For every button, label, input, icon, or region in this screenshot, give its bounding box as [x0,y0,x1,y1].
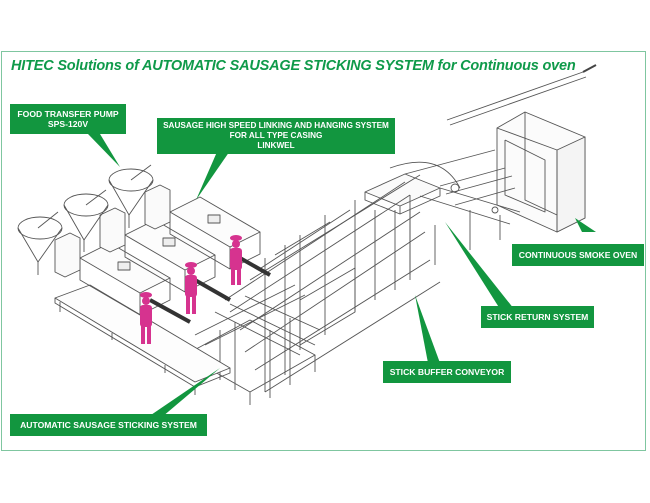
pointer-smoke-oven [575,218,596,232]
operator-3 [230,235,242,285]
pointer-stick-return [445,222,514,309]
label-line: FOR ALL TYPE CASING [229,131,323,140]
label-automatic-sausage-sticking-system: AUTOMATIC SAUSAGE STICKING SYSTEM [10,414,207,436]
hopper-2 [63,189,109,252]
diagram-title: HITEC Solutions of AUTOMATIC SAUSAGE STI… [11,58,576,74]
control-cabinets [54,184,171,278]
overhead-rail [446,64,597,126]
pointer-stick-buffer [415,295,440,363]
sticking-system-frame [184,284,321,405]
label-line: AUTOMATIC SAUSAGE STICKING SYSTEM [20,419,197,430]
label-stick-buffer-conveyor: STICK BUFFER CONVEYOR [383,361,511,383]
callout-pointers [88,134,596,417]
operator-2 [185,262,197,314]
smoke-oven [496,111,586,233]
label-line: SAUSAGE HIGH SPEED LINKING AND HANGING S… [163,121,389,130]
label-line: CONTINUOUS SMOKE OVEN [518,249,638,260]
pointer-linking-system [196,145,234,200]
label-line: STICK RETURN SYSTEM [486,311,589,322]
pointer-food-transfer-pump [88,134,120,167]
label-line: FOOD TRANSFER PUMP [17,108,119,119]
label-line: STICK BUFFER CONVEYOR [389,366,505,377]
label-stick-return-system: STICK RETURN SYSTEM [481,306,594,328]
operator-1 [140,292,152,344]
label-continuous-smoke-oven: CONTINUOUS SMOKE OVEN [512,244,644,266]
label-food-transfer-pump: FOOD TRANSFER PUMP SPS-120V [10,104,126,134]
label-line: LINKWEL [257,141,295,150]
label-line: SPS-120V [47,119,89,129]
hopper-1 [17,211,63,275]
stick-return-system [364,149,521,290]
stick-buffer-conveyor [224,174,441,393]
hopper-3 [108,164,154,228]
operators [140,235,242,344]
label-linking-system: SAUSAGE HIGH SPEED LINKING AND HANGING S… [157,118,395,154]
pointer-sticking-system [148,368,220,417]
